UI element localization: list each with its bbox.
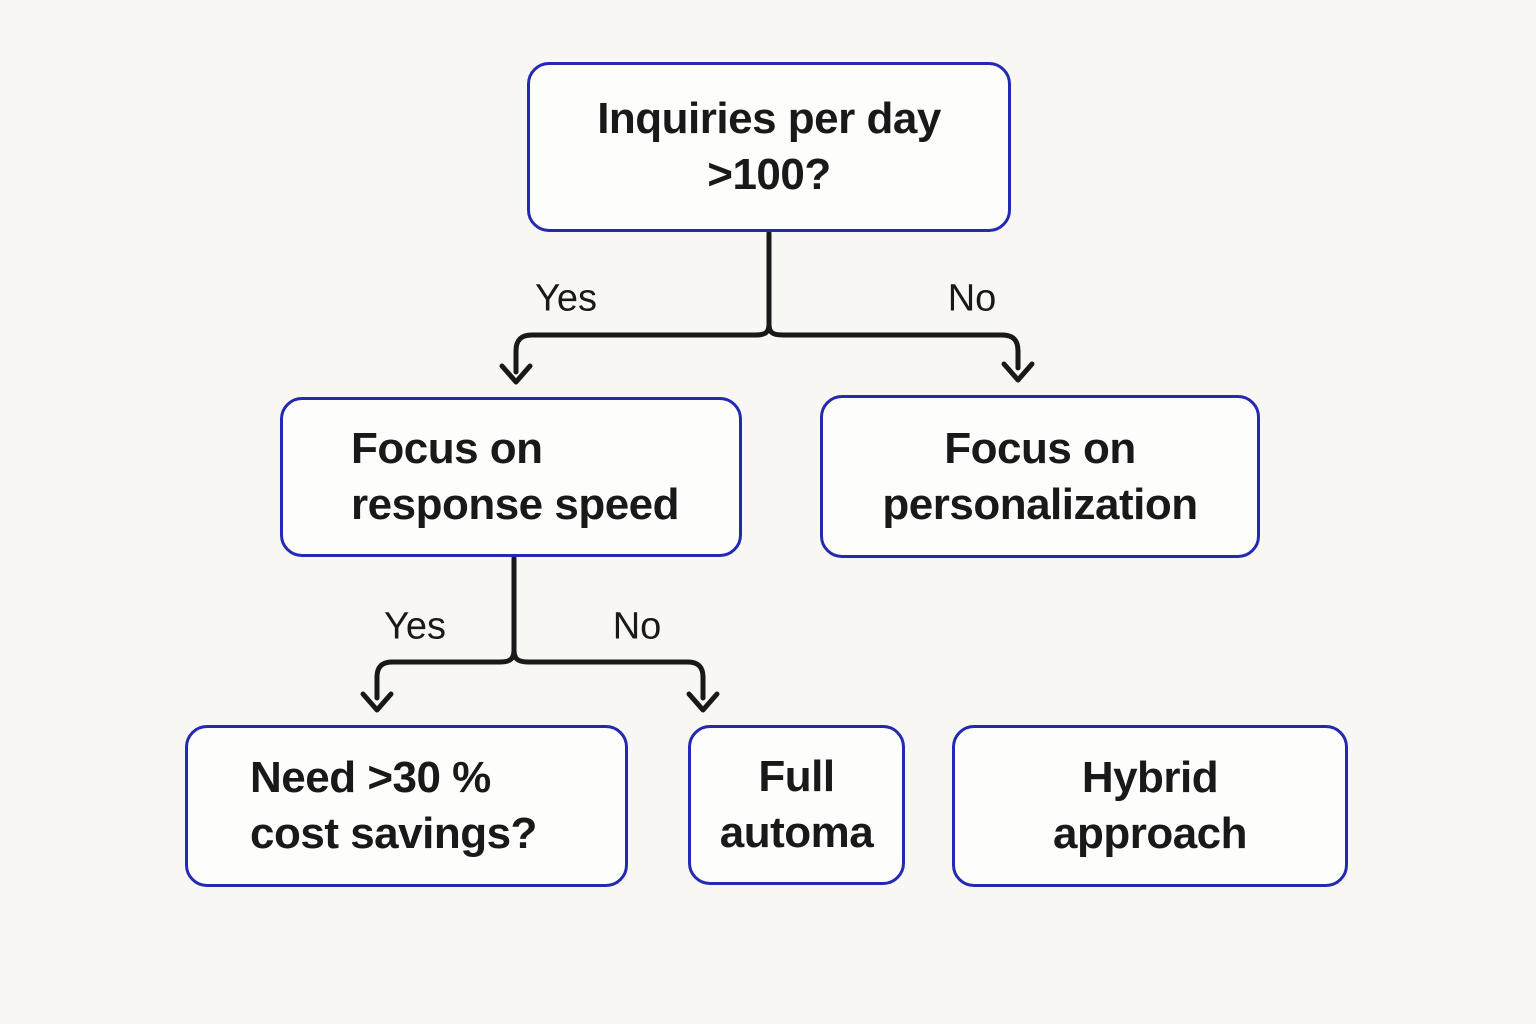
node-line: >100?: [707, 150, 831, 199]
node-line: Need >30 %: [250, 753, 491, 802]
node-full-automation: Full automa: [688, 725, 905, 885]
node-line: cost savings?: [250, 809, 537, 858]
node-focus-response-speed: Focus on response speed: [280, 397, 742, 557]
edge-label-root-yes: Yes: [535, 277, 597, 320]
node-line: automa: [719, 808, 874, 857]
connector-root-no: [766, 321, 1021, 371]
node-line: personalization: [882, 479, 1198, 529]
node-line: Focus on: [944, 423, 1136, 473]
connector-root-yes: [513, 321, 772, 375]
node-line: Full: [758, 752, 835, 801]
node-line: Inquiries per day: [597, 94, 941, 143]
connector-speed-no: [511, 647, 706, 701]
node-line: Hybrid: [1081, 753, 1219, 802]
edge-label-root-no: No: [947, 277, 997, 320]
arrowhead-speed-no: [686, 691, 720, 713]
connector-speed-yes: [374, 647, 517, 701]
arrowhead-root-no: [1001, 361, 1035, 383]
arrowhead-root-yes: [499, 363, 533, 385]
node-inquiries-per-day: Inquiries per day >100?: [527, 62, 1011, 232]
node-focus-personalization: Focus on personalization: [820, 395, 1260, 558]
node-hybrid-approach: Hybrid approach: [952, 725, 1348, 887]
node-line: Focus on: [351, 424, 543, 473]
edge-label-speed-no: No: [612, 605, 662, 648]
arrowhead-speed-yes: [360, 691, 394, 713]
edge-label-speed-yes: Yes: [384, 605, 446, 648]
node-cost-savings-question: Need >30 % cost savings?: [185, 725, 628, 887]
node-line: response speed: [351, 480, 680, 529]
node-line: approach: [1052, 809, 1248, 858]
